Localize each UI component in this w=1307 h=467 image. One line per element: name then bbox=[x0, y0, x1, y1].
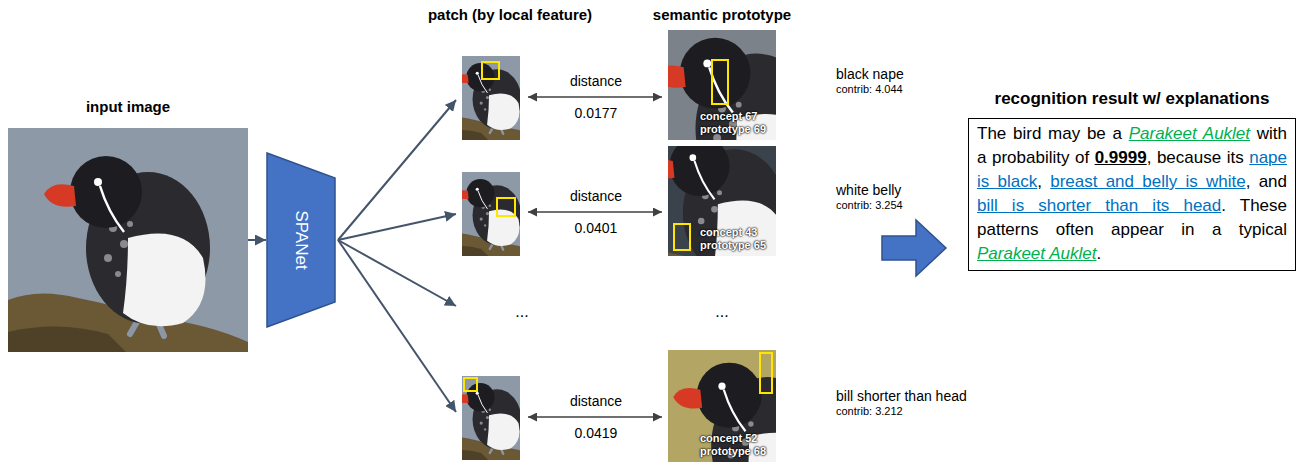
input-photo: input image bbox=[8, 128, 248, 352]
explanation-fragment: Parakeet Auklet bbox=[977, 244, 1096, 263]
concept-name: white belly bbox=[836, 182, 901, 198]
explanation-fragment: . bbox=[1096, 244, 1101, 263]
column-header: patch (by local feature) bbox=[428, 6, 592, 23]
explanation-fragment: breast and belly is white bbox=[1050, 172, 1246, 191]
fan-arrow bbox=[338, 240, 456, 306]
network-block: SPANet bbox=[266, 152, 336, 328]
patch-image bbox=[442, 372, 536, 460]
distance-arrow bbox=[528, 96, 662, 98]
explanation-fragment: The bird may be a bbox=[977, 124, 1129, 143]
prototype-id: concept 67 prototype 69 bbox=[700, 110, 772, 136]
distance-arrow bbox=[528, 416, 662, 418]
patch-highlights bbox=[464, 62, 515, 391]
image-heading: input image bbox=[8, 98, 248, 115]
contribution-value: contrib: 3.254 bbox=[836, 199, 903, 211]
prototype-image: concept 52 prototype 68 bbox=[668, 350, 776, 462]
contribution-value: contrib: 3.212 bbox=[836, 405, 903, 417]
bird-illustration bbox=[8, 128, 248, 352]
explanation-fragment: 0.9999 bbox=[1095, 148, 1147, 167]
highlight-box bbox=[482, 62, 499, 79]
explanation-fragment: , and bbox=[1246, 172, 1287, 191]
ellipsis: ... bbox=[715, 303, 728, 321]
fan-arrow bbox=[338, 214, 456, 240]
fan-arrow bbox=[338, 240, 456, 412]
concept-name: black nape bbox=[836, 66, 904, 82]
prototype-id: concept 43 prototype 65 bbox=[700, 226, 772, 252]
explanation-fragment: , because its bbox=[1147, 148, 1250, 167]
distance-arrows bbox=[528, 97, 662, 417]
highlight-box bbox=[674, 224, 690, 250]
explanation-fragment: , bbox=[1037, 172, 1050, 191]
explanation-text: The bird may be a Parakeet Auklet with a… bbox=[977, 122, 1287, 266]
result-heading: recognition result w/ explanations bbox=[969, 89, 1295, 109]
distance-arrow bbox=[528, 211, 662, 213]
patch-image bbox=[442, 52, 536, 140]
highlight-box bbox=[464, 378, 477, 391]
column-header: semantic prototype bbox=[653, 6, 791, 23]
explanation-box: recognition result w/ explanationsThe bi… bbox=[968, 118, 1296, 271]
distance-label: distance 0.0177 bbox=[564, 65, 628, 129]
distance-label: distance 0.0419 bbox=[564, 385, 628, 449]
prototype-id: concept 52 prototype 68 bbox=[700, 432, 772, 458]
highlight-box bbox=[760, 353, 772, 393]
flow-arrow bbox=[248, 239, 266, 241]
prototype-image: concept 43 prototype 65 bbox=[668, 146, 776, 256]
concept-name: bill shorter than head bbox=[836, 388, 967, 404]
block-arrow bbox=[882, 220, 946, 276]
prototype-image: concept 67 prototype 69 bbox=[668, 30, 776, 140]
highlight-box bbox=[712, 60, 728, 104]
explanation-fragment: Parakeet Auklet bbox=[1129, 124, 1250, 143]
ellipsis: ... bbox=[515, 303, 528, 321]
network-name: SPANet bbox=[291, 210, 311, 269]
fan-arrows bbox=[338, 100, 456, 412]
highlight-box bbox=[497, 198, 515, 216]
fan-arrow bbox=[338, 100, 456, 240]
contribution-value: contrib: 4.044 bbox=[836, 83, 903, 95]
distance-label: distance 0.0401 bbox=[564, 180, 628, 244]
patch-image bbox=[442, 168, 536, 256]
explanation-fragment: bill is shorter than its head bbox=[977, 196, 1221, 215]
